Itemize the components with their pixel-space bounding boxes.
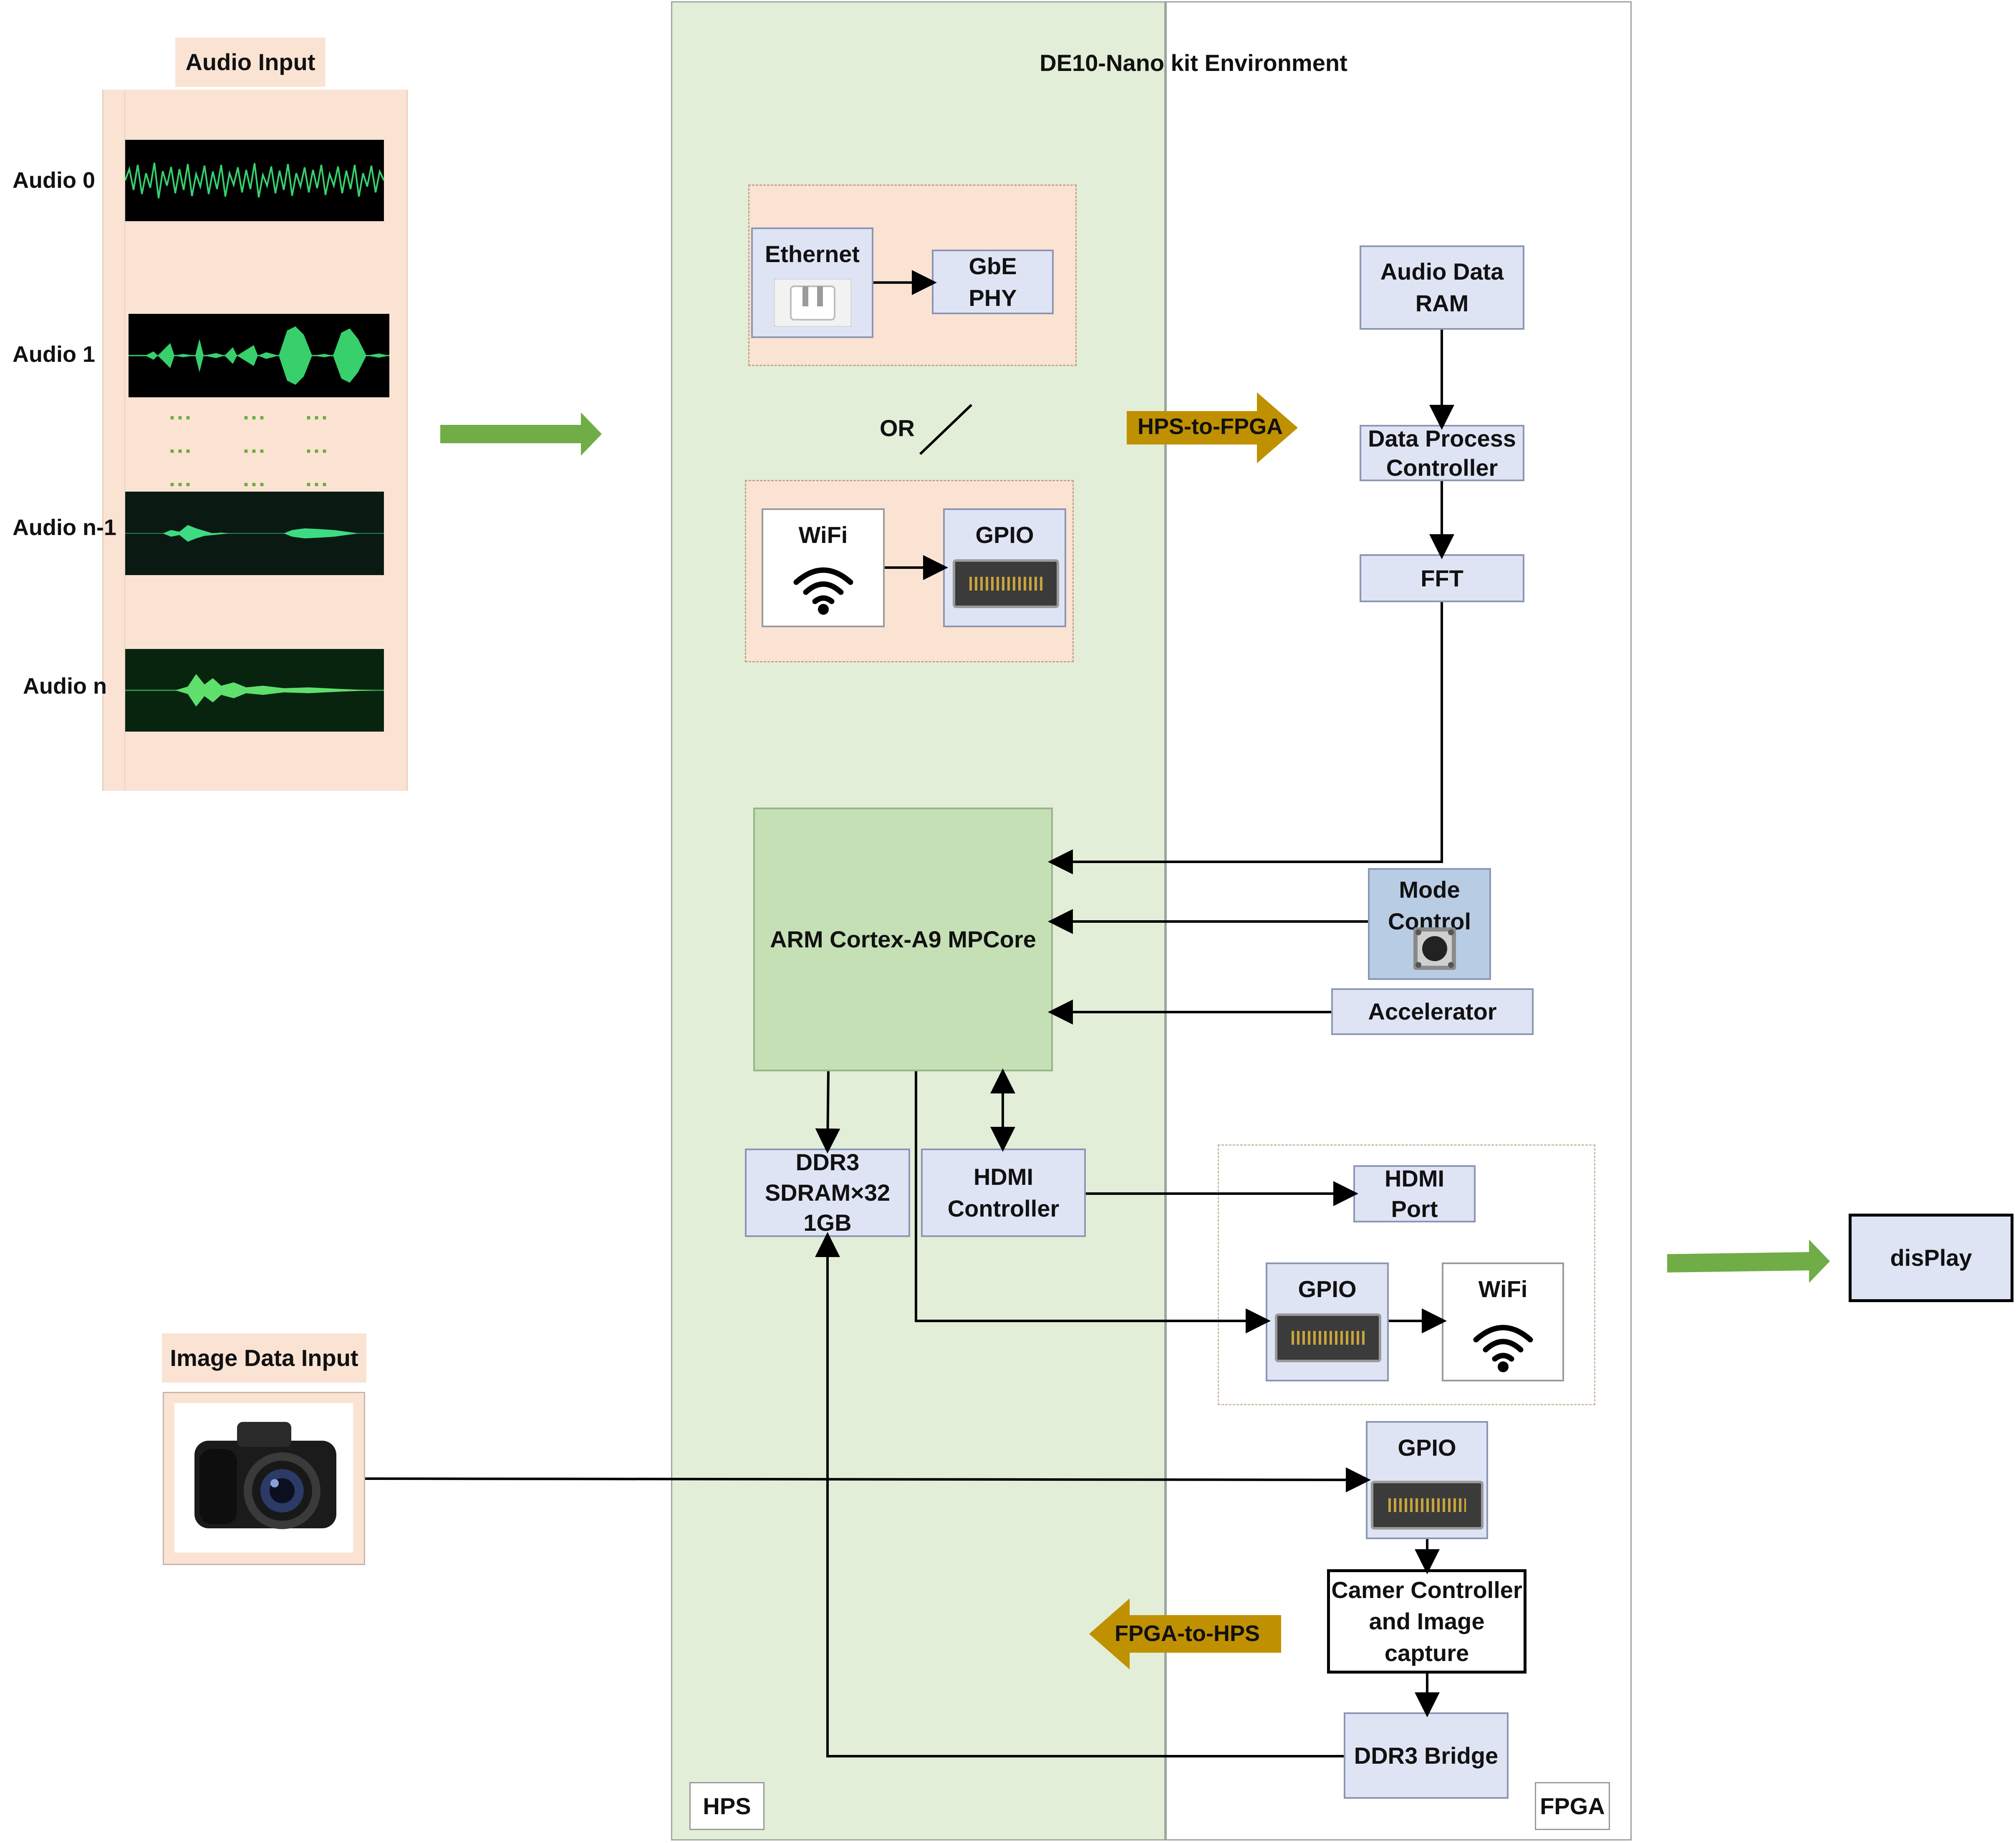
arm-cortex-block: ARM Cortex-A9 MPCore [753,808,1053,1071]
hdmi-controller-label: HDMI Controller [947,1164,1060,1222]
or-label: OR [880,415,915,441]
camera-icon [174,1403,353,1553]
ellipsis: ... [169,466,193,491]
fft-label: FFT [1421,565,1463,591]
gpio-header-icon [1275,1313,1381,1362]
camera-controller-block: Camer Controller and Image capture [1327,1569,1527,1674]
audio-panel-divider [124,90,126,791]
ddr3-bridge-block: DDR3 Bridge [1344,1712,1509,1799]
display-block: disPlay [1849,1214,2013,1302]
wifi-output-label: WiFi [1478,1276,1528,1302]
wifi-icon [792,561,855,616]
ellipsis: ... [243,466,267,491]
audio-waveform [129,314,389,397]
ellipsis: ... [305,466,330,491]
ddr3-bridge-label: DDR3 Bridge [1354,1742,1499,1769]
gbe-phy-label: GbE PHY [969,252,1017,311]
audio-data-ram-block: Audio Data RAM [1360,245,1524,330]
ellipsis: ... [305,399,330,424]
ethernet-label: Ethernet [765,241,860,267]
accelerator-label: Accelerator [1368,998,1497,1025]
environment-title: DE10-Nano kit Environment [1040,50,1347,76]
image-input-title: Image Data Input [162,1333,366,1383]
ellipsis: ... [169,399,193,424]
audio-flow-arrow [440,412,602,456]
connector [815,1232,1344,1757]
gpio-header-icon [1371,1481,1484,1530]
gpio-label: GPIO [975,522,1034,548]
wifi-icon [1472,1319,1534,1373]
audio-waveform [125,492,384,575]
hps-to-fpga-label: HPS-to-FPGA [1138,414,1283,439]
hdmi-port-label: HDMI Port [1384,1165,1445,1222]
audio-channel-label: Audio n [23,674,107,699]
fpga-to-hps-label: FPGA-to-HPS [1115,1621,1260,1646]
push-button-icon [1412,926,1458,972]
connector [915,1071,1271,1333]
display-flow-arrow [1667,1240,1830,1283]
gpio-camera-label: GPIO [1398,1434,1456,1461]
connector [1048,602,1443,874]
data-process-controller-block: Data Process Controller [1360,425,1524,481]
audio-waveform [125,649,384,732]
display-label: disPlay [1890,1245,1972,1271]
audio-waveform [125,140,384,221]
ethernet-port-icon [773,278,852,328]
accelerator-block: Accelerator [1331,988,1534,1035]
ellipsis: ... [169,433,193,458]
or-separator [919,404,973,455]
ellipsis: ... [305,433,330,458]
audio-data-ram-label: Audio Data RAM [1380,258,1504,316]
hps-tag: HPS [689,1782,765,1830]
ellipsis: ... [243,399,267,424]
audio-channel-label: Audio n-1 [13,515,116,540]
gpio-header-icon [953,559,1059,608]
wifi-label: WiFi [798,522,848,548]
gbe-phy-block: GbE PHY [932,250,1054,314]
audio-channel-label: Audio 0 [13,168,95,193]
arm-cortex-label: ARM Cortex-A9 MPCore [770,926,1036,953]
hps-to-fpga-arrow [1127,392,1298,463]
ddr3-sdram-block: DDR3 SDRAM×32 1GB [745,1149,910,1237]
camera-controller-label: Camer Controller and Image capture [1331,1576,1522,1666]
hdmi-controller-block: HDMI Controller [921,1149,1086,1237]
ellipsis: ... [243,433,267,458]
audio-channel-label: Audio 1 [13,342,95,367]
gpio-output-label: GPIO [1298,1276,1357,1302]
fpga-to-hps-arrow [1089,1598,1281,1669]
audio-input-title: Audio Input [175,38,325,87]
connector [365,1467,1371,1492]
fpga-tag: FPGA [1535,1782,1610,1830]
